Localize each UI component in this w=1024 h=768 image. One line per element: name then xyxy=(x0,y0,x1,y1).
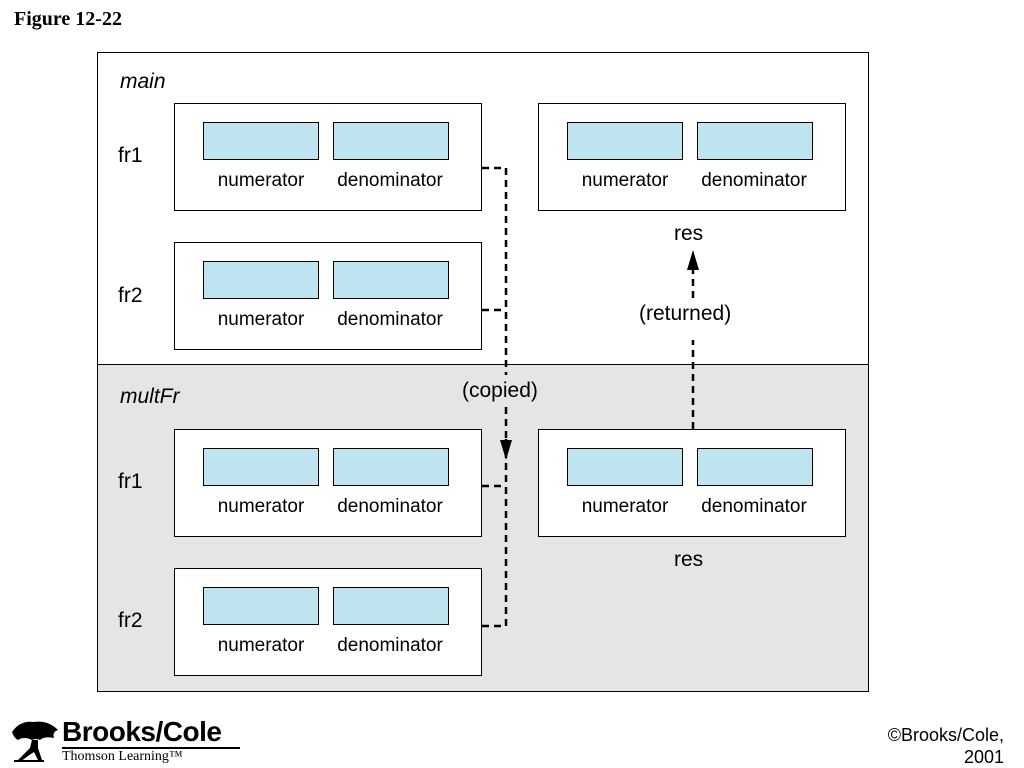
brooks-cole-logo: Brooks/Cole Thomson Learning™ xyxy=(10,716,250,766)
denominator-field xyxy=(333,587,449,625)
connector-multfr-fr2 xyxy=(482,438,508,628)
numerator-field xyxy=(567,448,683,486)
figure-title: Figure 12-22 xyxy=(14,8,122,30)
numerator-label: numerator xyxy=(217,170,305,191)
main-res-struct: numerator denominator xyxy=(538,103,846,211)
multfr-fr1-label: fr1 xyxy=(118,470,143,493)
tree-icon xyxy=(12,721,58,762)
multfr-fr2-struct: numerator denominator xyxy=(174,568,482,676)
main-fr2-label: fr2 xyxy=(118,284,143,307)
denominator-label: denominator xyxy=(701,170,807,191)
numerator-field xyxy=(203,587,319,625)
return-arrowhead xyxy=(687,250,699,270)
numerator-field xyxy=(203,122,319,160)
copied-annotation: (copied) xyxy=(462,379,538,402)
numerator-label: numerator xyxy=(217,309,305,330)
copy-connector-fr1 xyxy=(482,166,508,375)
main-fr2-struct: numerator denominator xyxy=(174,242,482,350)
main-region-label: main xyxy=(120,70,166,93)
multfr-fr2-label: fr2 xyxy=(118,609,143,632)
multfr-res-struct: numerator denominator xyxy=(538,429,846,537)
copyright-line-2: 2001 xyxy=(963,747,1004,767)
main-fr1-struct: numerator denominator xyxy=(174,103,482,211)
logo-subtitle: Thomson Learning™ xyxy=(62,749,183,764)
main-fr1-label: fr1 xyxy=(118,144,143,167)
numerator-field xyxy=(203,448,319,486)
logo-text: Brooks/Cole xyxy=(62,716,222,747)
copyright-notice: ©Brooks/Cole, 2001 xyxy=(804,724,1004,768)
logo-underline xyxy=(62,747,240,749)
denominator-label: denominator xyxy=(337,170,443,191)
numerator-field xyxy=(567,122,683,160)
denominator-label: denominator xyxy=(701,496,807,517)
multfr-region-label: multFr xyxy=(120,385,180,408)
copyright-line-1: ©Brooks/Cole, xyxy=(887,725,1004,745)
denominator-field xyxy=(333,261,449,299)
denominator-label: denominator xyxy=(337,496,443,517)
denominator-field xyxy=(697,122,813,160)
copy-arrowhead xyxy=(500,440,512,460)
numerator-field xyxy=(203,261,319,299)
returned-annotation: (returned) xyxy=(639,302,732,325)
multfr-fr1-struct: numerator denominator xyxy=(174,429,482,537)
denominator-field xyxy=(333,448,449,486)
denominator-label: denominator xyxy=(337,309,443,330)
denominator-label: denominator xyxy=(337,635,443,656)
multfr-res-label: res xyxy=(674,548,704,571)
numerator-label: numerator xyxy=(581,170,669,191)
main-res-label: res xyxy=(674,222,704,245)
denominator-field xyxy=(333,122,449,160)
numerator-label: numerator xyxy=(217,496,305,517)
numerator-label: numerator xyxy=(581,496,669,517)
numerator-label: numerator xyxy=(217,635,305,656)
denominator-field xyxy=(697,448,813,486)
